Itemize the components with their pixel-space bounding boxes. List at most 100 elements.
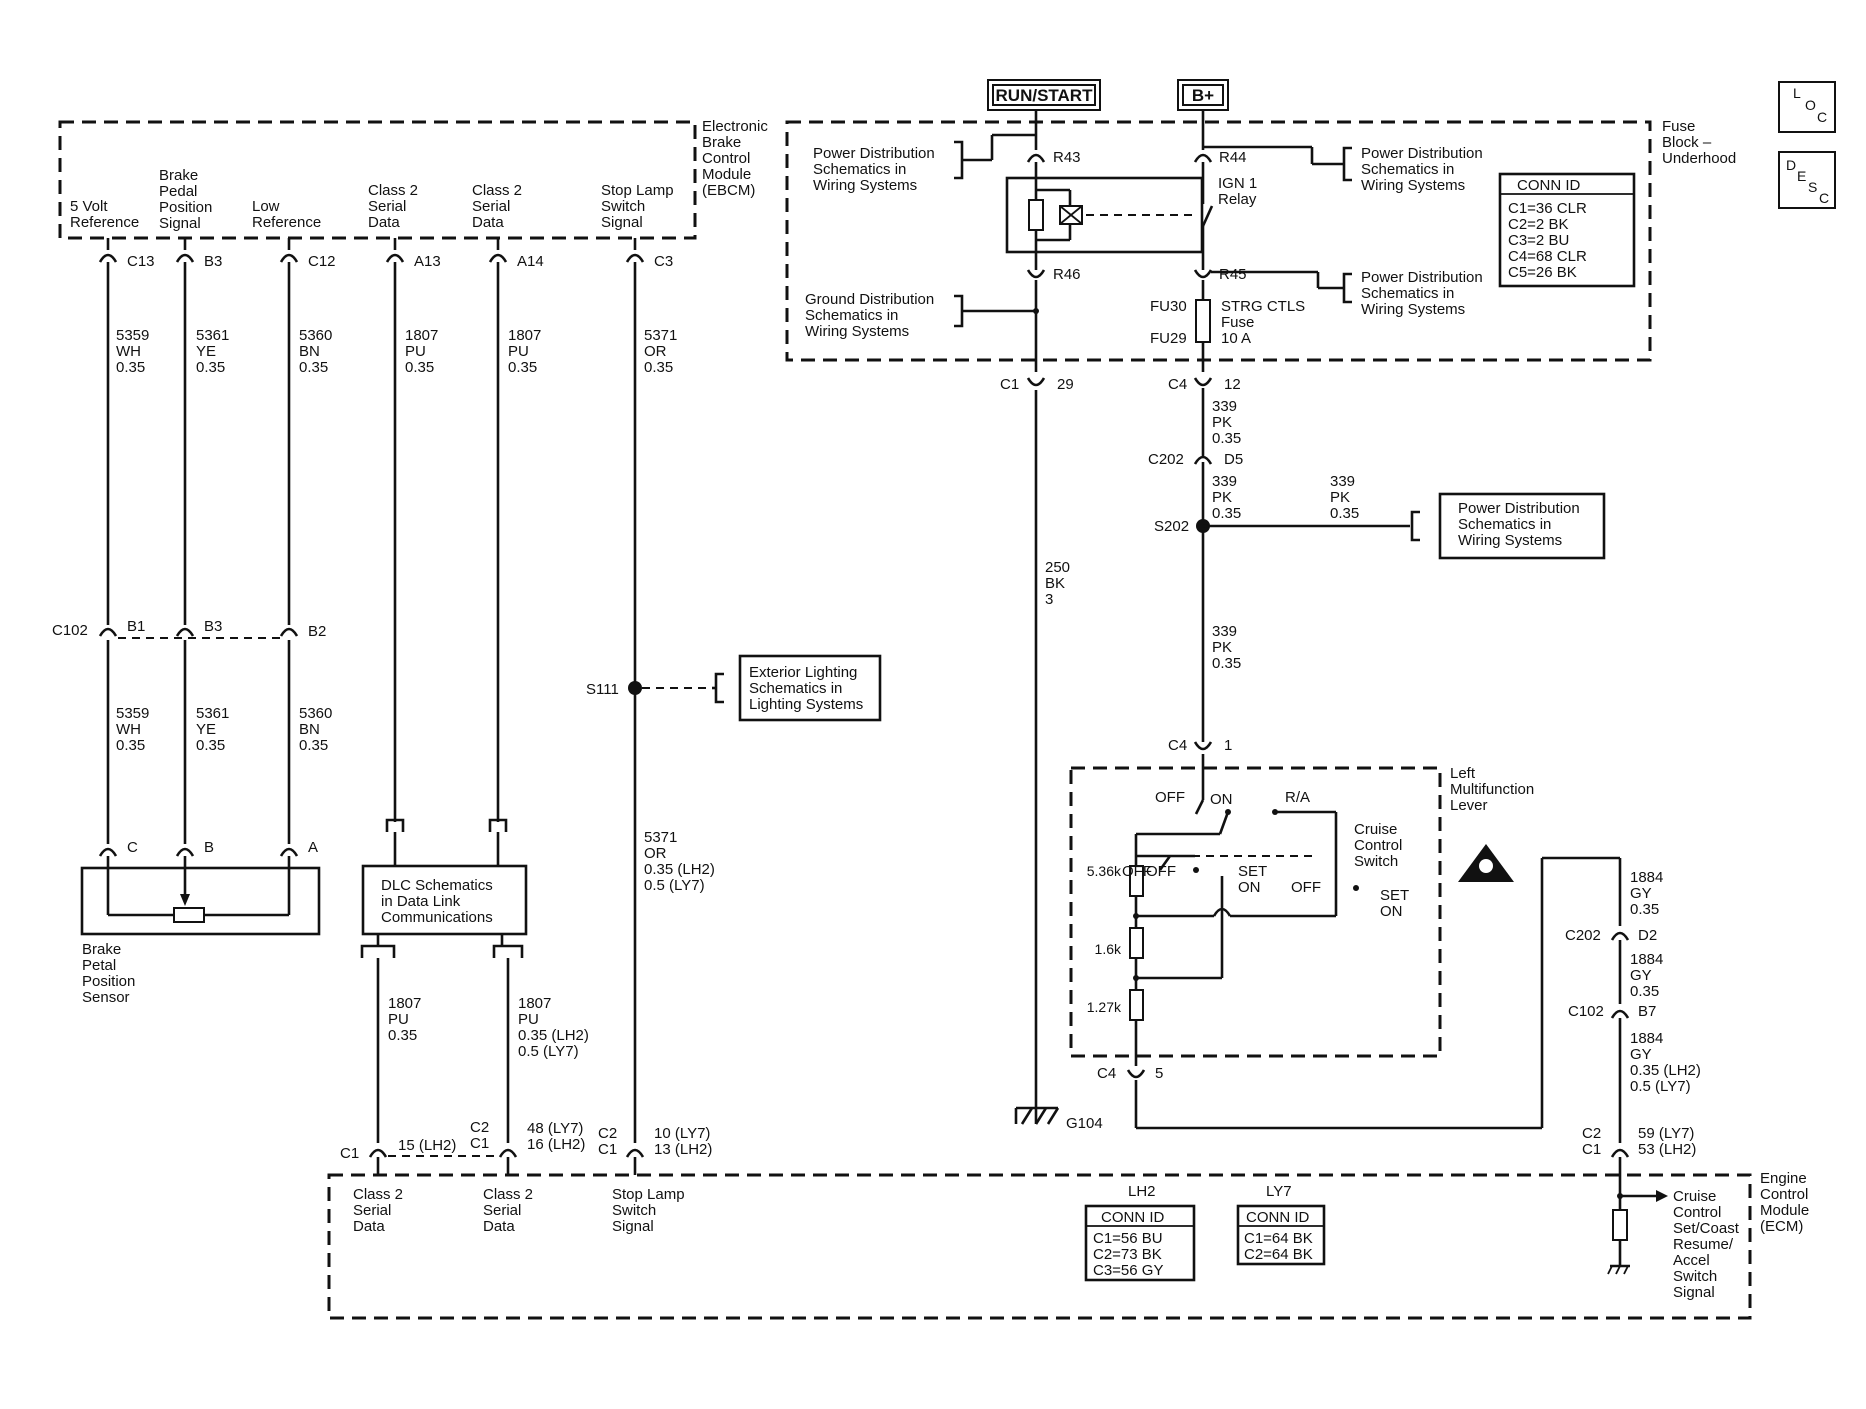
loc-icon[interactable]: L O C [1778, 81, 1836, 133]
svg-text:Signal: Signal [612, 1218, 654, 1235]
svg-text:0.35: 0.35 [299, 359, 328, 376]
svg-text:C3: C3 [654, 253, 673, 270]
svg-text:Control: Control [1673, 1204, 1721, 1221]
svg-text:Serial: Serial [483, 1202, 521, 1219]
svg-text:Cruise: Cruise [1354, 821, 1397, 838]
dlc-reference[interactable]: DLC Schematics in Data Link Communicatio… [360, 818, 528, 958]
svg-text:0.35: 0.35 [1630, 983, 1659, 1000]
svg-text:1807: 1807 [405, 327, 438, 344]
b-plus-source: B+ [1177, 79, 1229, 111]
svg-text:Electronic: Electronic [702, 118, 768, 135]
svg-text:C4: C4 [1168, 737, 1187, 754]
svg-text:0.35: 0.35 [508, 359, 537, 376]
svg-text:C2=73 BK: C2=73 BK [1093, 1246, 1162, 1263]
svg-text:GY: GY [1630, 967, 1652, 984]
svg-text:ON: ON [1380, 903, 1403, 920]
svg-text:A14: A14 [517, 253, 544, 270]
power-distribution-reference[interactable]: Power Distribution Schematics in Wiring … [1438, 492, 1606, 560]
svg-text:1807: 1807 [508, 327, 541, 344]
svg-text:STRG CTLS: STRG CTLS [1221, 298, 1305, 315]
svg-text:0.35 (LH2): 0.35 (LH2) [1630, 1062, 1701, 1079]
svg-text:BK: BK [1045, 575, 1065, 592]
svg-text:Data: Data [472, 214, 504, 231]
svg-text:Switch: Switch [1673, 1268, 1717, 1285]
svg-text:PK: PK [1212, 414, 1232, 431]
svg-text:Signal: Signal [601, 214, 643, 231]
svg-text:WH: WH [116, 343, 141, 360]
svg-text:48 (LY7): 48 (LY7) [527, 1120, 583, 1137]
svg-text:S111: S111 [586, 681, 619, 698]
svg-text:D2: D2 [1638, 927, 1657, 944]
svg-text:Underhood: Underhood [1662, 150, 1736, 167]
svg-text:C: C [1819, 190, 1829, 206]
svg-text:R43: R43 [1053, 149, 1081, 166]
svg-text:Module: Module [702, 166, 751, 183]
svg-text:Schematics in: Schematics in [1361, 285, 1454, 302]
exterior-lighting-reference[interactable]: Exterior Lighting Schematics in Lighting… [738, 654, 882, 722]
svg-text:Schematics in: Schematics in [805, 307, 898, 324]
svg-text:PU: PU [508, 343, 529, 360]
svg-text:0.5 (LY7): 0.5 (LY7) [1630, 1078, 1691, 1095]
svg-text:Lighting Systems: Lighting Systems [749, 696, 863, 713]
svg-text:R/A: R/A [1285, 789, 1310, 806]
svg-text:Serial: Serial [353, 1202, 391, 1219]
svg-text:DLC Schematics: DLC Schematics [381, 877, 493, 894]
svg-text:Switch: Switch [612, 1202, 656, 1219]
svg-text:B2: B2 [308, 623, 326, 640]
svg-text:0.35: 0.35 [1212, 430, 1241, 447]
svg-text:5371: 5371 [644, 327, 677, 344]
svg-text:Class 2: Class 2 [353, 1186, 403, 1203]
svg-text:GY: GY [1630, 885, 1652, 902]
svg-text:Schematics in: Schematics in [749, 680, 842, 697]
ground-path: C1 29 250 BK 3 G104 [1000, 376, 1103, 1132]
svg-text:5359: 5359 [116, 705, 149, 722]
svg-text:B7: B7 [1638, 1003, 1656, 1020]
svg-text:D: D [1786, 157, 1796, 173]
svg-text:Power Distribution: Power Distribution [1361, 145, 1483, 162]
svg-text:Communications: Communications [381, 909, 493, 926]
svg-text:Control: Control [702, 150, 750, 167]
svg-text:C2: C2 [598, 1125, 617, 1142]
desc-icon[interactable]: D E S C [1778, 151, 1836, 209]
svg-text:C4: C4 [1168, 376, 1187, 393]
svg-text:C: C [1817, 109, 1827, 125]
svg-text:5360: 5360 [299, 705, 332, 722]
svg-text:Multifunction: Multifunction [1450, 781, 1534, 798]
svg-text:Sensor: Sensor [82, 989, 130, 1006]
svg-text:0.35: 0.35 [1212, 655, 1241, 672]
svg-text:OFF: OFF [1291, 879, 1321, 896]
svg-text:Serial: Serial [472, 198, 510, 215]
svg-text:B: B [204, 839, 214, 856]
svg-text:Pedal: Pedal [159, 183, 197, 200]
svg-text:OFF: OFF [1146, 863, 1176, 880]
svg-text:OR: OR [644, 343, 667, 360]
svg-text:C12: C12 [308, 253, 336, 270]
svg-text:Power Distribution: Power Distribution [1458, 500, 1580, 517]
svg-text:Wiring Systems: Wiring Systems [1458, 532, 1562, 549]
svg-text:YE: YE [196, 721, 216, 738]
svg-text:C3=56 GY: C3=56 GY [1093, 1262, 1163, 1279]
svg-text:C: C [127, 839, 138, 856]
svg-text:A13: A13 [414, 253, 441, 270]
svg-text:CONN ID: CONN ID [1517, 177, 1581, 194]
svg-text:C2: C2 [1582, 1125, 1601, 1142]
svg-text:Data: Data [483, 1218, 515, 1235]
svg-text:OFF: OFF [1155, 789, 1185, 806]
svg-text:0.35: 0.35 [388, 1027, 417, 1044]
svg-text:RUN/START: RUN/START [996, 86, 1094, 105]
svg-text:C102: C102 [52, 622, 88, 639]
svg-text:BN: BN [299, 721, 320, 738]
svg-text:0.35 (LH2): 0.35 (LH2) [518, 1027, 589, 1044]
svg-text:C1: C1 [1000, 376, 1019, 393]
svg-text:PU: PU [405, 343, 426, 360]
svg-text:IGN 1: IGN 1 [1218, 175, 1257, 192]
svg-text:5361: 5361 [196, 705, 229, 722]
svg-text:339: 339 [1212, 398, 1237, 415]
svg-text:5: 5 [1155, 1065, 1163, 1082]
svg-text:5361: 5361 [196, 327, 229, 344]
svg-text:C202: C202 [1148, 451, 1184, 468]
svg-text:Power Distribution: Power Distribution [1361, 269, 1483, 286]
svg-text:C202: C202 [1565, 927, 1601, 944]
svg-text:0.35: 0.35 [299, 737, 328, 754]
